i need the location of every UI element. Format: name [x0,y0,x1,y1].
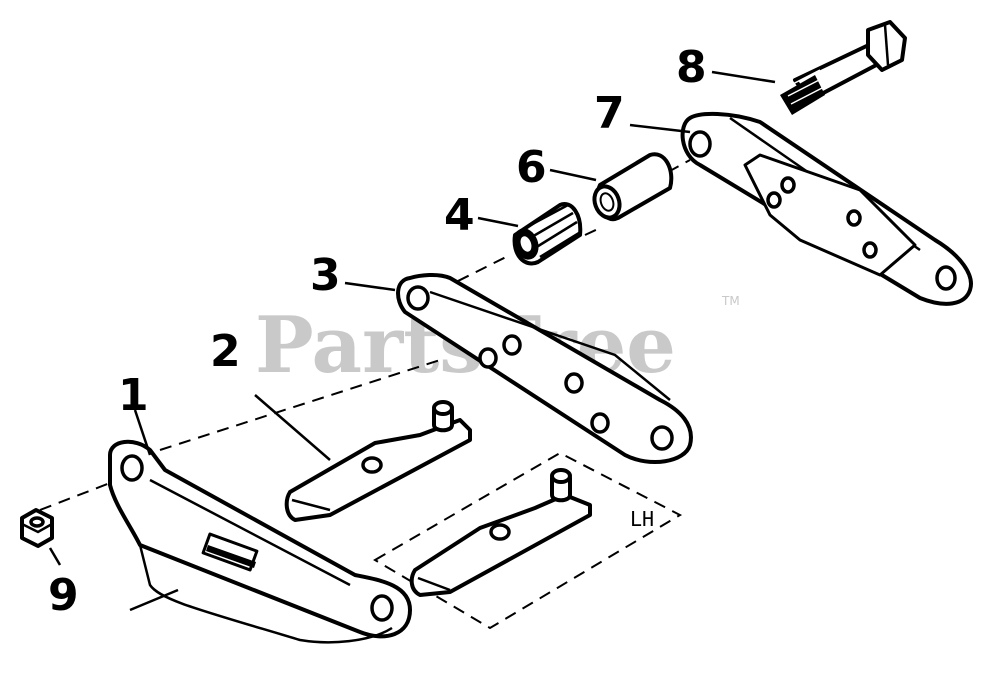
callout-7: 7 [594,88,625,139]
part-9-nut [20,508,54,548]
callout-4: 4 [444,190,475,241]
callout-1: 1 [118,370,149,421]
side-marker-lh: LH [630,507,654,531]
callout-8: 8 [676,42,707,93]
part-7-bracket [680,111,973,306]
part-2-plate [284,400,472,522]
part-4-spring [512,202,583,266]
part-3-plate [396,273,693,464]
part-2-lh-plate [409,468,592,597]
callout-2: 2 [210,326,241,377]
part-1-bar [108,439,412,644]
part-8-bolt [780,20,907,115]
part-6-bushing [592,152,674,222]
leader-lines [48,70,776,612]
callout-6: 6 [516,142,547,193]
callout-3: 3 [310,250,341,301]
watermark-trademark: TM [721,294,740,308]
callout-9: 9 [48,570,79,621]
